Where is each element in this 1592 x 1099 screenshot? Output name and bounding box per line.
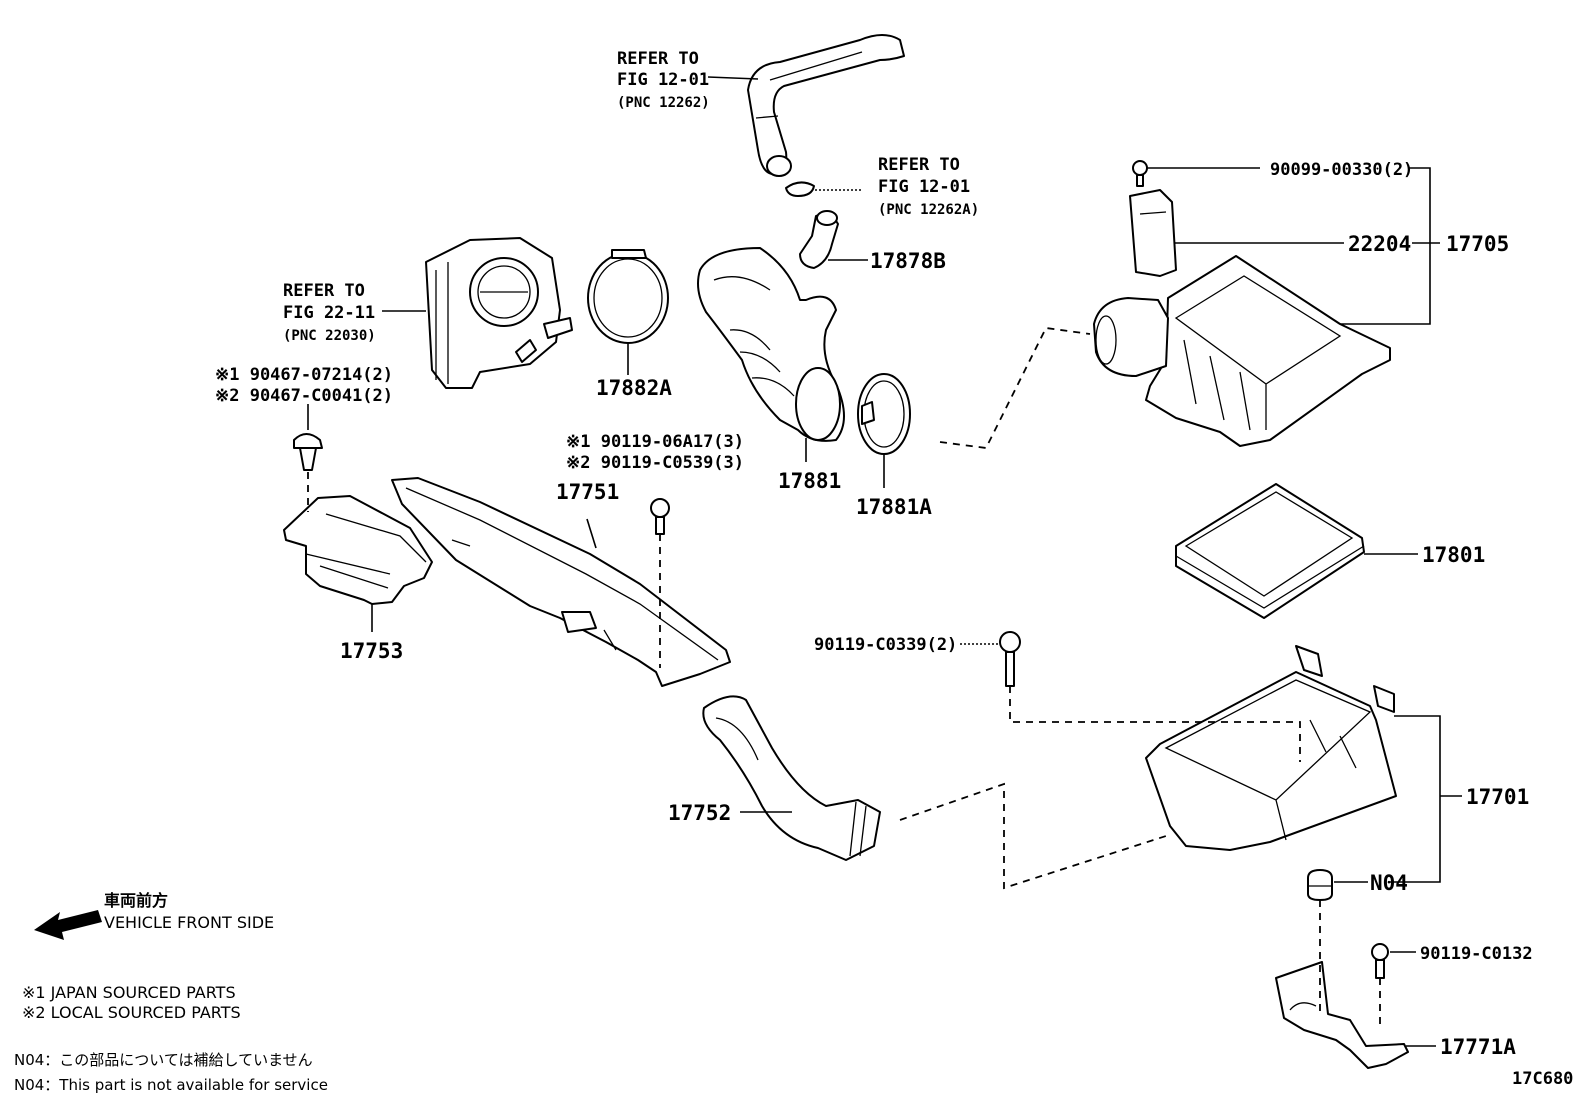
duct-bolt: [650, 498, 670, 535]
note-n04-jp: N04：この部品については補給していません: [14, 1051, 313, 1069]
ref-fig-12-01-b: REFER TO FIG 12-01 (PNC 12262A): [878, 155, 979, 218]
hose-clamp: [857, 373, 911, 455]
part-label-17751: 17751: [556, 480, 619, 504]
air-filter-element: [1175, 483, 1365, 619]
part-label-17701: 17701: [1466, 785, 1529, 809]
part-label-90119-c0132: 90119-C0132: [1420, 944, 1533, 964]
part-label-17753: 17753: [340, 639, 403, 663]
bracket-screw: [1371, 943, 1389, 979]
legend-local-sourced: ※2 LOCAL SOURCED PARTS: [22, 1003, 241, 1022]
case-bolt: [999, 631, 1021, 687]
air-cleaner-case: [1145, 645, 1397, 851]
part-label-17881: 17881: [778, 469, 841, 493]
part-label-22204: 22204: [1348, 232, 1411, 256]
ref-label-line2: FIG 12-01: [617, 70, 709, 90]
part-label-90467-c0041: ※2 90467-C0041(2): [215, 386, 393, 406]
push-clip: [293, 433, 323, 471]
part-label-17878b: 17878B: [870, 249, 946, 273]
vehicle-front-arrow-icon: [34, 910, 102, 940]
part-label-n04: N04: [1370, 871, 1408, 895]
airflow-sensor: [1129, 189, 1177, 277]
hose-connector: [799, 210, 839, 269]
part-label-17882a: 17882A: [596, 376, 672, 400]
ref-label-line1: REFER TO: [878, 155, 960, 175]
hose-clip: [785, 181, 815, 197]
part-label-90099-00330: 90099-00330(2): [1270, 160, 1413, 180]
direction-label-en: VEHICLE FRONT SIDE: [104, 913, 274, 932]
direction-label-jp: 車両前方: [104, 891, 168, 910]
part-label-17801: 17801: [1422, 543, 1485, 567]
ref-fig-12-01-a: REFER TO FIG 12-01 (PNC 12262): [617, 49, 710, 111]
ref-label-line3: (PNC 12262A): [878, 202, 979, 218]
ref-fig-22-11: REFER TO FIG 22-11 (PNC 22030): [283, 281, 376, 344]
grommet: [1307, 869, 1333, 901]
part-label-17771a: 17771A: [1440, 1035, 1516, 1059]
part-label-90119-c0539: ※2 90119-C0539(3): [566, 453, 744, 473]
breather-hose: [747, 34, 905, 177]
ref-label-line2: FIG 12-01: [878, 177, 970, 197]
air-duct-inlet: [283, 495, 433, 605]
air-hose: [702, 695, 881, 861]
service-notes: N04：この部品については補給していません N04：This part is n…: [14, 1051, 328, 1094]
gasket-ring: [587, 249, 669, 344]
part-label-90119-06a17: ※1 90119-06A17(3): [566, 432, 744, 452]
air-duct: [391, 477, 731, 687]
figure-id: 17C680: [1512, 1069, 1573, 1089]
legend-japan-sourced: ※1 JAPAN SOURCED PARTS: [22, 983, 236, 1002]
mounting-bracket: [1275, 961, 1409, 1069]
part-label-17705: 17705: [1446, 232, 1509, 256]
throttle-body: [425, 237, 573, 389]
air-cleaner-cap: [1093, 255, 1391, 447]
note-n04-en: N04：This part is not available for servi…: [14, 1076, 328, 1094]
intake-hose: [697, 247, 845, 442]
part-label-90467-07214: ※1 90467-07214(2): [215, 365, 393, 385]
ref-label-line3: (PNC 12262): [617, 95, 710, 111]
direction-label: 車両前方 VEHICLE FRONT SIDE: [104, 891, 274, 932]
part-label-17881a: 17881A: [856, 495, 932, 519]
ref-label-line2: FIG 22-11: [283, 303, 375, 323]
ref-label-line3: (PNC 22030): [283, 328, 376, 344]
part-label-90119-c0339: 90119-C0339(2): [814, 635, 957, 655]
ref-label-line1: REFER TO: [283, 281, 365, 301]
part-label-17752: 17752: [668, 801, 731, 825]
sensor-screw: [1132, 160, 1148, 187]
legend: ※1 JAPAN SOURCED PARTS ※2 LOCAL SOURCED …: [22, 983, 241, 1022]
ref-label-line1: REFER TO: [617, 49, 699, 69]
